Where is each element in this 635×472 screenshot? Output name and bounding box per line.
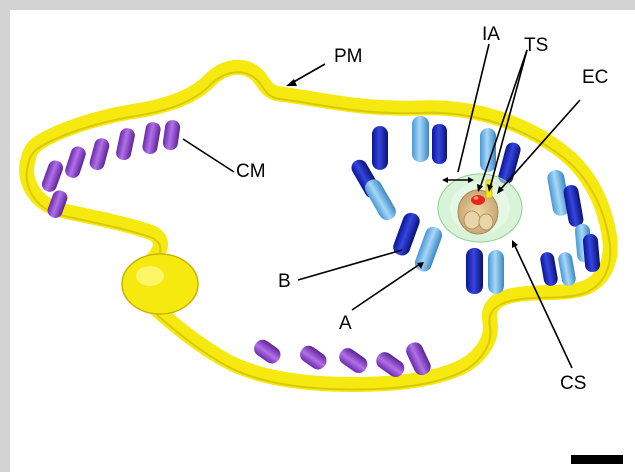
label-ia: IA <box>482 25 500 44</box>
label-pm: PM <box>334 47 363 66</box>
label-ec: EC <box>582 68 608 87</box>
label-a: A <box>339 314 352 333</box>
central-apparatus <box>438 174 522 242</box>
label-cm: CM <box>236 162 266 181</box>
label-b: B <box>278 272 291 291</box>
plasma-membrane <box>27 67 611 389</box>
label-ts: TS <box>524 36 548 55</box>
label-cs: CS <box>560 374 586 393</box>
scale-bar <box>571 455 623 464</box>
